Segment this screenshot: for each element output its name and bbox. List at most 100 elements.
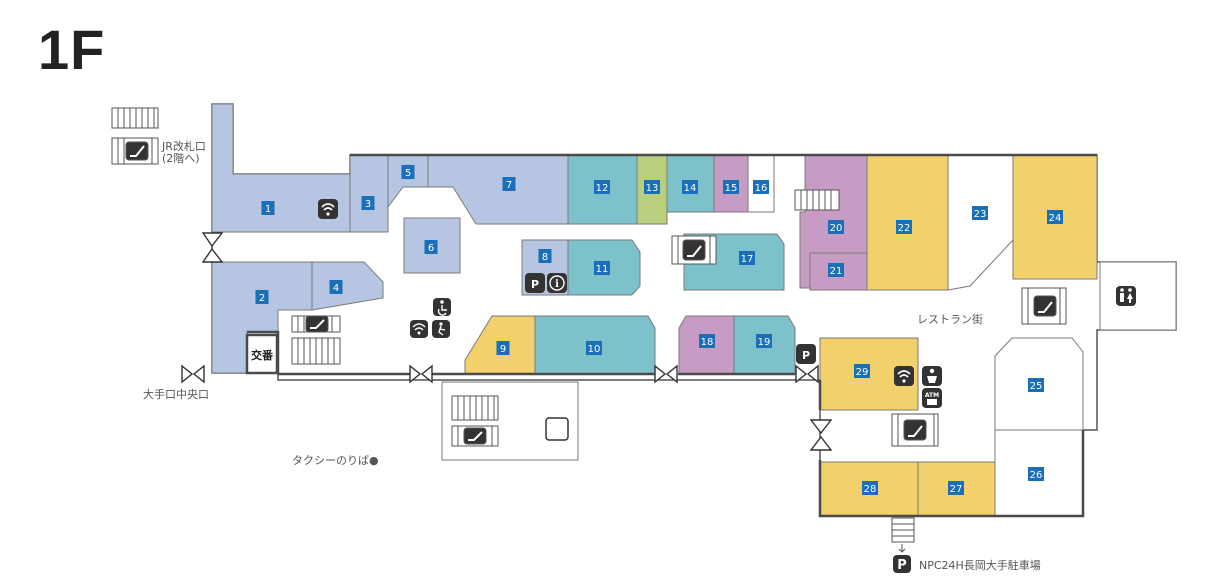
shop-16-badge[interactable]: 16 xyxy=(753,180,769,194)
multipurpose-restroom-icon[interactable] xyxy=(432,320,450,338)
information-icon[interactable]: i xyxy=(547,273,567,293)
shop-21-badge[interactable]: 21 xyxy=(828,263,844,277)
shop-1-badge[interactable]: 1 xyxy=(261,201,275,215)
automatic-door-icon xyxy=(809,419,833,451)
shop-number: 16 xyxy=(755,183,768,194)
main-exit-label: 大手口中央口 xyxy=(143,387,209,401)
wifi-icon[interactable] xyxy=(410,320,428,338)
escalator-glyphs xyxy=(130,145,1053,441)
shop-15-badge[interactable]: 15 xyxy=(723,180,739,194)
shop-5-badge[interactable]: 5 xyxy=(401,165,415,179)
baby-room-icon[interactable] xyxy=(922,366,942,386)
parking-label: NPC24H長岡大手駐車場 xyxy=(919,558,1041,572)
svg-text:P: P xyxy=(897,558,907,573)
shop-number: 18 xyxy=(701,337,714,348)
shop-13-badge[interactable]: 13 xyxy=(644,180,660,194)
shop-2-badge[interactable]: 2 xyxy=(255,290,269,304)
wheelchair-icon[interactable] xyxy=(433,298,451,316)
shop-number: 29 xyxy=(856,367,869,378)
shop-number: 14 xyxy=(684,183,697,194)
shop-9-badge[interactable]: 9 xyxy=(496,341,510,355)
shop-12-area[interactable] xyxy=(567,154,638,225)
parking-elevator-icon[interactable]: P xyxy=(796,344,816,364)
escalator-icon xyxy=(125,141,149,161)
shop-number: 7 xyxy=(506,180,512,191)
shop-10-badge[interactable]: 10 xyxy=(586,341,602,355)
floor-label: 1F xyxy=(38,18,106,81)
parking-elevator-icon[interactable]: P xyxy=(525,273,545,293)
police-box-label: 交番 xyxy=(251,348,274,362)
shop-24-badge[interactable]: 24 xyxy=(1047,210,1063,224)
wifi-icon[interactable] xyxy=(894,366,914,386)
shop-6-badge[interactable]: 6 xyxy=(424,240,438,254)
shop-27-badge[interactable]: 27 xyxy=(948,481,964,495)
doors xyxy=(181,232,833,451)
shop-number: 25 xyxy=(1030,381,1043,392)
shop-number: 9 xyxy=(500,344,506,355)
automatic-door-icon xyxy=(201,232,224,263)
shop-17-badge[interactable]: 17 xyxy=(739,251,755,265)
stairs-restaurant xyxy=(1021,287,1067,325)
arrow-down-icon xyxy=(898,544,906,553)
shop-number: 19 xyxy=(758,337,771,348)
atm-icon[interactable]: ATM xyxy=(922,388,942,408)
shop-7-badge[interactable]: 7 xyxy=(502,177,516,191)
svg-text:P: P xyxy=(531,278,539,291)
shop-12-badge[interactable]: 12 xyxy=(594,180,610,194)
shop-18-badge[interactable]: 18 xyxy=(699,334,715,348)
shop-number: 6 xyxy=(428,243,434,254)
shop-22-badge[interactable]: 22 xyxy=(896,220,912,234)
shop-11-badge[interactable]: 11 xyxy=(594,261,610,275)
shop-20-badge[interactable]: 20 xyxy=(828,220,844,234)
stairs-parking xyxy=(891,517,915,543)
shop-26-badge[interactable]: 26 xyxy=(1028,467,1044,481)
shop-number: 23 xyxy=(974,209,987,220)
shop-29-badge[interactable]: 29 xyxy=(854,364,870,378)
svg-text:i: i xyxy=(555,279,559,290)
shop-number: 1 xyxy=(265,204,271,215)
facility-icons: P i P ATM xyxy=(318,199,1136,573)
shop-number: 28 xyxy=(864,484,877,495)
taxi-pool-area xyxy=(441,381,579,461)
shop-4-badge[interactable]: 4 xyxy=(329,280,343,294)
automatic-door-icon xyxy=(181,364,205,384)
shop-number: 20 xyxy=(830,223,843,234)
svg-text:ATM: ATM xyxy=(925,392,939,399)
shop-25-badge[interactable]: 25 xyxy=(1028,378,1044,392)
escalators xyxy=(111,107,1067,543)
escalator-icon xyxy=(463,427,487,445)
escalator-icon xyxy=(903,419,927,441)
svg-text:P: P xyxy=(802,349,810,362)
shop-3-badge[interactable]: 3 xyxy=(361,196,375,210)
stairs-center xyxy=(291,315,341,365)
stairs-shop20 xyxy=(794,189,840,211)
stairs-shop17 xyxy=(671,235,717,265)
shop-number: 21 xyxy=(830,266,843,277)
shop-number: 13 xyxy=(646,183,659,194)
jr-gate-sublabel: (2階へ) xyxy=(162,151,200,165)
restroom-area xyxy=(1099,261,1177,331)
restroom-icon[interactable] xyxy=(1116,286,1136,306)
walls xyxy=(247,153,1097,518)
automatic-door-icon xyxy=(795,364,819,384)
automatic-door-icon xyxy=(409,364,433,384)
automatic-door-icon xyxy=(654,364,678,384)
shop-19-badge[interactable]: 19 xyxy=(756,334,772,348)
shop-number: 11 xyxy=(596,264,609,275)
jr-gate-label: JR改札口 xyxy=(161,139,206,153)
shop-3-area[interactable] xyxy=(349,154,389,233)
shop-14-badge[interactable]: 14 xyxy=(682,180,698,194)
parking-icon[interactable]: P xyxy=(893,555,911,573)
shop-number: 17 xyxy=(741,254,754,265)
shop-8-badge[interactable]: 8 xyxy=(538,249,552,263)
shop-number: 26 xyxy=(1030,470,1043,481)
shop-28-badge[interactable]: 28 xyxy=(862,481,878,495)
shop-23-badge[interactable]: 23 xyxy=(972,206,988,220)
escalator-icon xyxy=(1033,295,1057,317)
shop-number: 12 xyxy=(596,183,609,194)
stairs-29 xyxy=(891,413,939,447)
wifi-icon[interactable] xyxy=(318,199,338,219)
shop-4-area[interactable] xyxy=(311,261,384,311)
shop-number: 22 xyxy=(898,223,911,234)
